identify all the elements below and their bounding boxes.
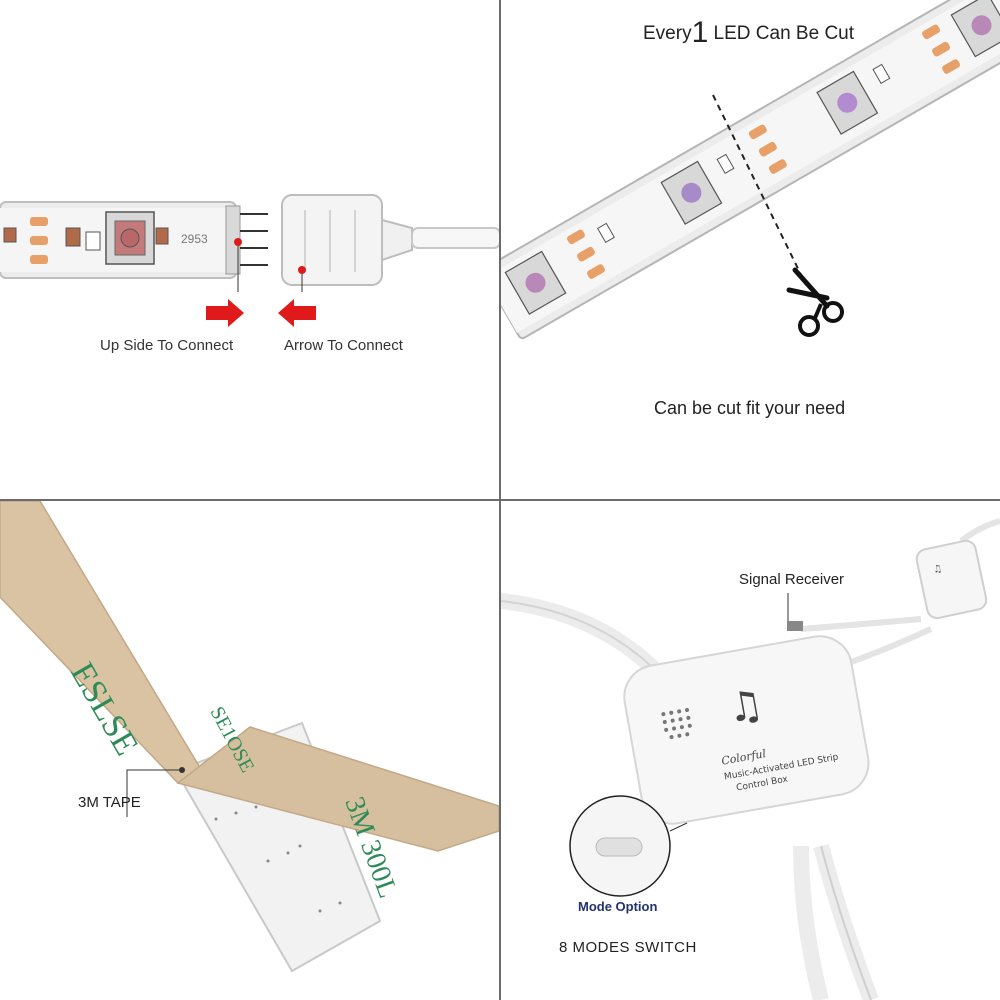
- up-side-label: Up Side To Connect: [100, 337, 234, 354]
- tape-backing-folded: [176, 726, 499, 852]
- arrow-right-icon: [206, 299, 244, 327]
- title-suffix: LED Can Be Cut: [713, 23, 855, 44]
- cut-caption: Can be cut fit your need: [654, 398, 846, 418]
- every-led-title: Every1 LED Can Be Cut: [643, 16, 854, 50]
- music-note-icon: ♫: [724, 681, 767, 733]
- connect-illustration: 2953: [0, 194, 499, 327]
- svg-text:♫: ♫: [932, 563, 943, 576]
- signal-plug: [787, 621, 803, 631]
- horizontal-divider: [0, 499, 1000, 501]
- arrow-connect-label: Arrow To Connect: [284, 337, 403, 354]
- panel-cut: Every1 LED Can Be Cut Can be cut fit you…: [501, 0, 1000, 499]
- title-number: 1: [691, 16, 709, 49]
- diagonal-led-strip: [501, 0, 1000, 340]
- cut-line: [712, 94, 807, 286]
- scissors-icon: [786, 267, 844, 337]
- tape-illustration: ESLSE 3M 300L SE1OSE: [0, 501, 499, 973]
- arrow-left-icon: [278, 299, 316, 327]
- panel-connect: 2953 Up Side To Connect Arrow To Connect: [0, 0, 499, 499]
- tape-label: 3M TAPE: [78, 794, 141, 811]
- signal-receiver-box: ♫: [915, 539, 988, 620]
- modes-switch-label: 8 MODES SWITCH: [559, 939, 697, 956]
- connector-plug: [281, 194, 383, 286]
- panel-tape: ESLSE 3M 300L SE1OSE 3M TAPE: [0, 501, 499, 1000]
- cut-illustration: [501, 0, 1000, 340]
- cable: [411, 227, 499, 249]
- mode-option-label: Mode Option: [578, 899, 658, 914]
- mode-button-icon: [595, 837, 643, 857]
- speaker-grille-icon: [661, 707, 692, 740]
- svg-text:2953: 2953: [181, 232, 208, 246]
- panel-controller: ♫ ♫ Colorful Music-Activated LED Strip C…: [501, 501, 1000, 1000]
- control-box: ♫ Colorful Music-Activated LED Strip Con…: [623, 635, 870, 825]
- signal-receiver-label: Signal Receiver: [739, 571, 845, 588]
- controller-illustration: ♫ ♫ Colorful Music-Activated LED Strip C…: [501, 518, 1000, 1000]
- title-prefix: Every: [643, 23, 692, 44]
